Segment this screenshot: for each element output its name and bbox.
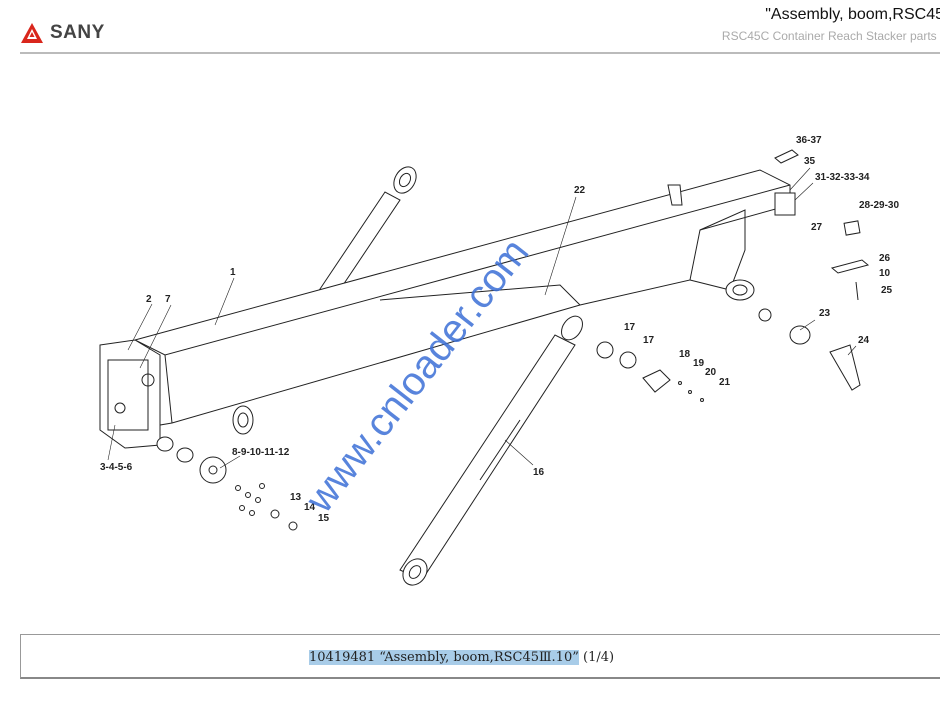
document-subtitle: RSC45C Container Reach Stacker parts r xyxy=(721,29,940,43)
callout-22: 22 xyxy=(574,185,586,196)
callout-28-29-30: 28-29-30 xyxy=(859,200,899,211)
callout-24: 24 xyxy=(858,335,870,346)
caption-page: (1/4) xyxy=(583,650,615,665)
caption: 10419481 “Assembly, boom,RSC45Ⅲ.10” (1/4… xyxy=(309,650,614,665)
callout-8-9-10-11-12: 8-9-10-11-12 xyxy=(232,447,290,458)
callout-1: 1 xyxy=(230,267,236,278)
callout-35: 35 xyxy=(804,156,816,167)
caption-part-name: 10419481 “Assembly, boom,RSC45Ⅲ.10” xyxy=(309,650,579,665)
document-title: "Assembly, boom,RSC45 xyxy=(765,6,940,23)
callout-31-32-33-34: 31-32-33-34 xyxy=(815,172,870,183)
callout-21: 21 xyxy=(719,377,731,388)
callout-26: 26 xyxy=(879,253,891,264)
callout-15: 15 xyxy=(318,513,330,524)
callout-27: 27 xyxy=(811,222,823,233)
sany-logo: SANY xyxy=(20,22,105,44)
sany-logo-icon xyxy=(21,23,43,43)
callout-2: 2 xyxy=(146,294,152,305)
header-divider xyxy=(20,52,940,54)
callout-3-4-5-6: 3-4-5-6 xyxy=(100,462,133,473)
exploded-parts-diagram: 1 2 7 3-4-5-6 8-9-10-11-12 13 14 15 16 1… xyxy=(99,135,899,586)
callout-17a: 17 xyxy=(624,322,636,333)
callout-23: 23 xyxy=(819,308,831,319)
callout-16: 16 xyxy=(533,467,545,478)
caption-box: 10419481 “Assembly, boom,RSC45Ⅲ.10” (1/4… xyxy=(20,634,940,679)
callout-17b: 17 xyxy=(643,335,655,346)
callout-36-37: 36-37 xyxy=(796,135,822,146)
callout-20: 20 xyxy=(705,367,717,378)
callout-14: 14 xyxy=(304,502,316,513)
leader-lines xyxy=(107,167,857,469)
callout-25: 25 xyxy=(881,285,893,296)
brand-name: SANY xyxy=(50,22,105,43)
callout-10: 10 xyxy=(879,268,891,279)
callout-19: 19 xyxy=(693,358,705,369)
callout-18: 18 xyxy=(679,349,691,360)
callout-7: 7 xyxy=(165,294,171,305)
callout-13: 13 xyxy=(290,492,302,503)
boom-drawing xyxy=(99,149,870,586)
